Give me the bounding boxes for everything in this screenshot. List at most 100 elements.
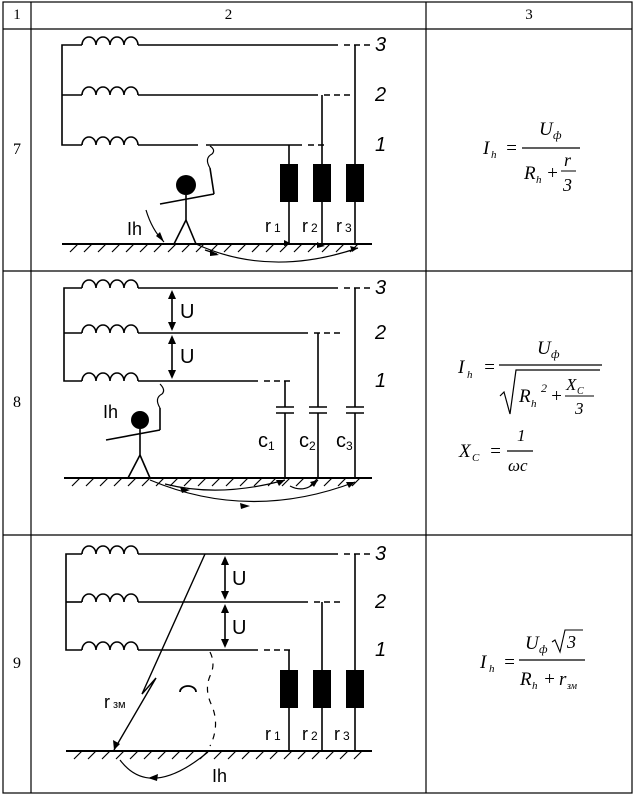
f9-num-sub: ф (539, 642, 548, 656)
header-col-3: 3 (525, 7, 533, 23)
header-col-2: 2 (224, 7, 233, 23)
label-c3: c (336, 430, 346, 452)
f9-den-r: R (519, 669, 532, 690)
f7-num: U (539, 119, 554, 140)
label-c1: c (258, 430, 268, 452)
label-r2: r (302, 216, 308, 236)
resistor-r1 (280, 670, 298, 708)
label-r1-sub: 1 (274, 221, 281, 235)
resistor-r3 (346, 164, 364, 202)
f9-num: U (525, 633, 540, 654)
label-u-upper: U (232, 568, 246, 590)
f9-root: 3 (566, 632, 576, 652)
label-phase-2: 2 (374, 322, 386, 344)
f9-den-rzm-sub: зм (566, 681, 578, 692)
label-u-lower: U (232, 617, 246, 639)
label-u-lower: U (180, 346, 194, 368)
resistor-r1 (280, 164, 298, 202)
label-phase-3: 3 (375, 277, 386, 299)
coil-1 (81, 136, 139, 146)
f9-den-rzm: r (559, 669, 567, 690)
label-r3-sub: 3 (345, 221, 352, 235)
label-phase-1: 1 (375, 134, 386, 156)
coil-3 (81, 545, 139, 555)
label-u-upper: U (180, 301, 194, 323)
f7-frac-num: r (564, 150, 572, 170)
coil-1 (81, 372, 139, 382)
label-r2-sub: 2 (311, 221, 318, 235)
f9-den-r-sub: h (532, 680, 538, 692)
label-c2: c (299, 430, 309, 452)
coil-2 (81, 324, 139, 334)
coil-3 (81, 279, 139, 289)
f7-frac-den: 3 (562, 175, 572, 195)
f8-den-r-sub: h (531, 398, 537, 410)
label-phase-3: 3 (375, 34, 386, 56)
f8-num: U (537, 338, 552, 359)
label-ih: Ih (127, 219, 142, 239)
label-r3: r (334, 724, 340, 744)
resistor-r3 (346, 670, 364, 708)
f9-lhs: I (479, 652, 488, 673)
row-number-7: 7 (13, 141, 21, 158)
f9-plus: + (543, 669, 556, 690)
f8-lhs: I (457, 357, 466, 378)
f8-xc: X (565, 375, 577, 394)
f8-xc-lhs-sub: C (472, 452, 480, 464)
label-phase-3: 3 (375, 543, 386, 565)
person-head (131, 411, 149, 429)
resistor-r2 (313, 164, 331, 202)
coil-2 (81, 86, 139, 96)
f8-eq: = (483, 357, 496, 378)
label-r2-sub: 2 (311, 729, 318, 743)
label-phase-2: 2 (374, 84, 386, 106)
formula-row-7: I h = U ф R h + r 3 (482, 119, 580, 195)
f7-plus: + (546, 163, 559, 184)
label-r-zm: r (104, 692, 110, 712)
row-number-9: 9 (13, 655, 21, 672)
row-number-8: 8 (13, 394, 21, 411)
header-col-1: 1 (13, 7, 21, 23)
f8-xc-sub: C (577, 386, 584, 397)
formula-row-8: I h = U ф R h 2 + X C 3 X C = 1 ωc (457, 338, 602, 475)
f8-xc-eq: = (489, 441, 502, 462)
label-c3-sub: 3 (346, 439, 353, 453)
person-head (176, 175, 196, 195)
coil-3 (81, 36, 139, 46)
f8-three: 3 (574, 399, 584, 418)
label-r1-sub: 1 (274, 729, 281, 743)
label-r1: r (265, 724, 271, 744)
f8-xc-lhs: X (458, 441, 472, 462)
f8-lhs-sub: h (467, 369, 473, 381)
f7-num-sub: ф (553, 128, 562, 142)
f9-lhs-sub: h (489, 663, 495, 675)
label-r2: r (302, 724, 308, 744)
f8-den-r: R (518, 386, 531, 407)
f8-den-sq: 2 (541, 381, 547, 395)
label-c2-sub: 2 (309, 439, 316, 453)
f7-eq: = (505, 138, 518, 159)
f7-den-r-sub: h (536, 174, 542, 186)
fault-path (113, 553, 206, 751)
f8-num-sub: ф (551, 347, 560, 361)
f8-xc-den: ωc (508, 456, 528, 475)
coil-2 (81, 593, 139, 603)
label-r3-sub: 3 (343, 729, 350, 743)
f7-den-r: R (523, 163, 536, 184)
resistor-r2 (313, 670, 331, 708)
f7-lhs: I (482, 138, 491, 159)
f8-xc-num: 1 (517, 426, 526, 445)
f7-lhs-sub: h (491, 149, 497, 161)
label-phase-1: 1 (375, 370, 386, 392)
coil-1 (81, 641, 139, 651)
label-ih: Ih (103, 402, 118, 422)
label-phase-2: 2 (374, 591, 386, 613)
label-r3: r (336, 216, 342, 236)
formula-row-9: I h = U ф 3 R h + r зм (479, 629, 585, 692)
label-r1: r (265, 216, 271, 236)
